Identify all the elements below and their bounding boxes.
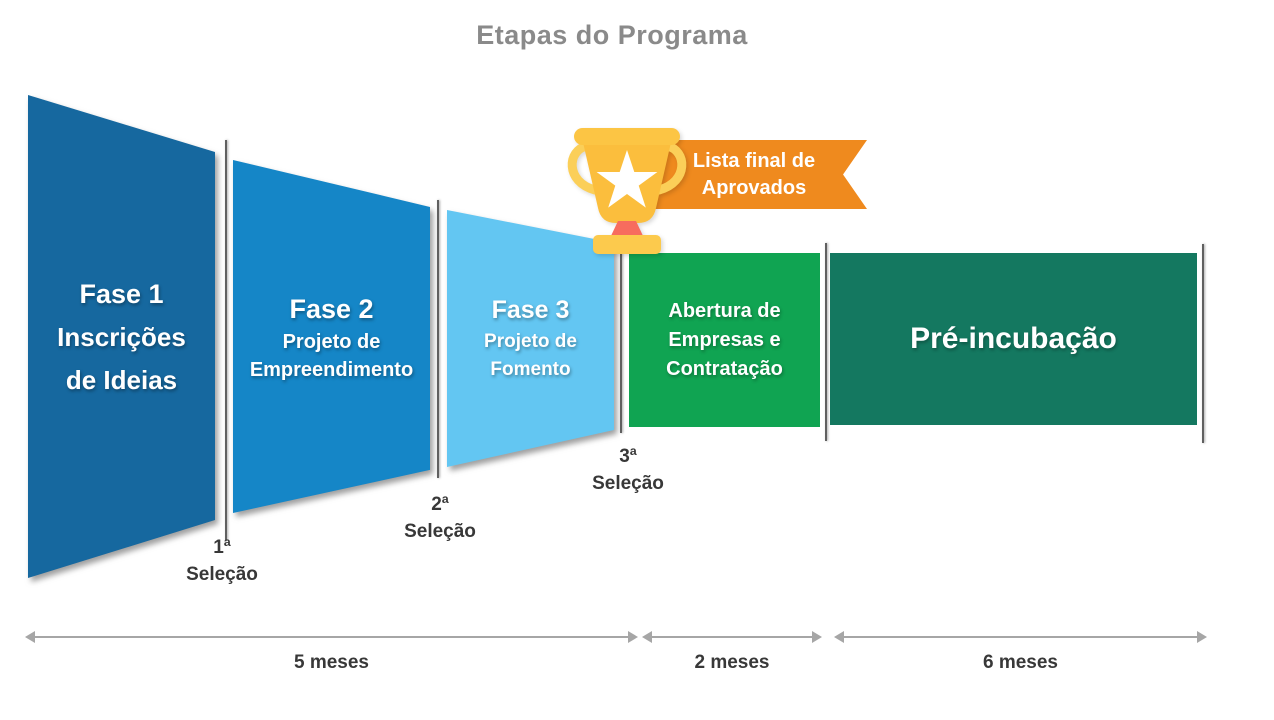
phase-2-subtitle-line: Empreendimento xyxy=(249,358,414,381)
page-title: Etapas do Programa xyxy=(476,20,748,50)
double-arrow-icon xyxy=(25,630,638,644)
selection-number: 3ª xyxy=(619,446,637,467)
double-arrow-icon xyxy=(642,630,822,644)
timeline-segment-3: 6 meses xyxy=(834,630,1207,674)
phase-3-subtitle-line: Fomento xyxy=(490,359,571,380)
timeline-duration-label: 5 meses xyxy=(293,652,369,673)
phase-1-shape: Fase 1 Inscrições de Ideias xyxy=(28,95,215,578)
double-arrow-icon xyxy=(834,630,1207,644)
selection-label-1: 1ª Seleção xyxy=(152,534,292,588)
phase-1-title: Fase 1 xyxy=(79,278,164,309)
phase-1-subtitle-line: Inscrições xyxy=(57,321,186,352)
selection-divider-line-1 xyxy=(225,140,227,540)
phase-3-title: Fase 3 xyxy=(491,296,570,324)
selection-number: 2ª xyxy=(431,494,449,515)
banner-line: Lista final de xyxy=(692,149,816,172)
selection-word: Seleção xyxy=(592,473,664,494)
company-opening-line: Contratação xyxy=(666,357,783,380)
timeline-duration-label: 2 meses xyxy=(694,652,770,673)
pre-incubation-title: Pré-incubação xyxy=(910,322,1117,355)
company-opening-line: Abertura de xyxy=(668,299,781,322)
selection-number: 1ª xyxy=(213,537,231,558)
selection-label-3: 3ª Seleção xyxy=(558,443,698,497)
trophy-icon xyxy=(567,128,687,254)
final-approved-banner: Lista final de Aprovados xyxy=(655,140,867,209)
selection-word: Seleção xyxy=(186,564,258,585)
selection-divider-line-3 xyxy=(620,253,622,433)
phase-2-shape: Fase 2 Projeto de Empreendimento xyxy=(233,160,430,513)
phase-2-title: Fase 2 xyxy=(289,293,374,324)
selection-divider-line-2 xyxy=(437,200,439,478)
stage-divider-line xyxy=(825,243,827,441)
timeline-segment-2: 2 meses xyxy=(642,630,822,674)
timeline-segment-1: 5 meses xyxy=(25,630,638,674)
phase-3-subtitle-line: Projeto de xyxy=(484,331,577,352)
end-divider-line xyxy=(1202,244,1204,443)
banner-line: Aprovados xyxy=(701,176,807,199)
company-opening-stage: Abertura de Empresas e Contratação xyxy=(629,253,820,427)
selection-word: Seleção xyxy=(404,521,476,542)
selection-label-2: 2ª Seleção xyxy=(370,491,510,545)
company-opening-line: Empresas e xyxy=(668,328,781,351)
phase-1-subtitle-line: de Ideias xyxy=(65,364,178,395)
phase-3-shape: Fase 3 Projeto de Fomento xyxy=(447,210,614,467)
timeline-duration-label: 6 meses xyxy=(982,652,1058,673)
phase-2-subtitle-line: Projeto de xyxy=(282,330,381,353)
pre-incubation-stage: Pré-incubação xyxy=(830,253,1197,425)
star-icon xyxy=(596,150,658,208)
